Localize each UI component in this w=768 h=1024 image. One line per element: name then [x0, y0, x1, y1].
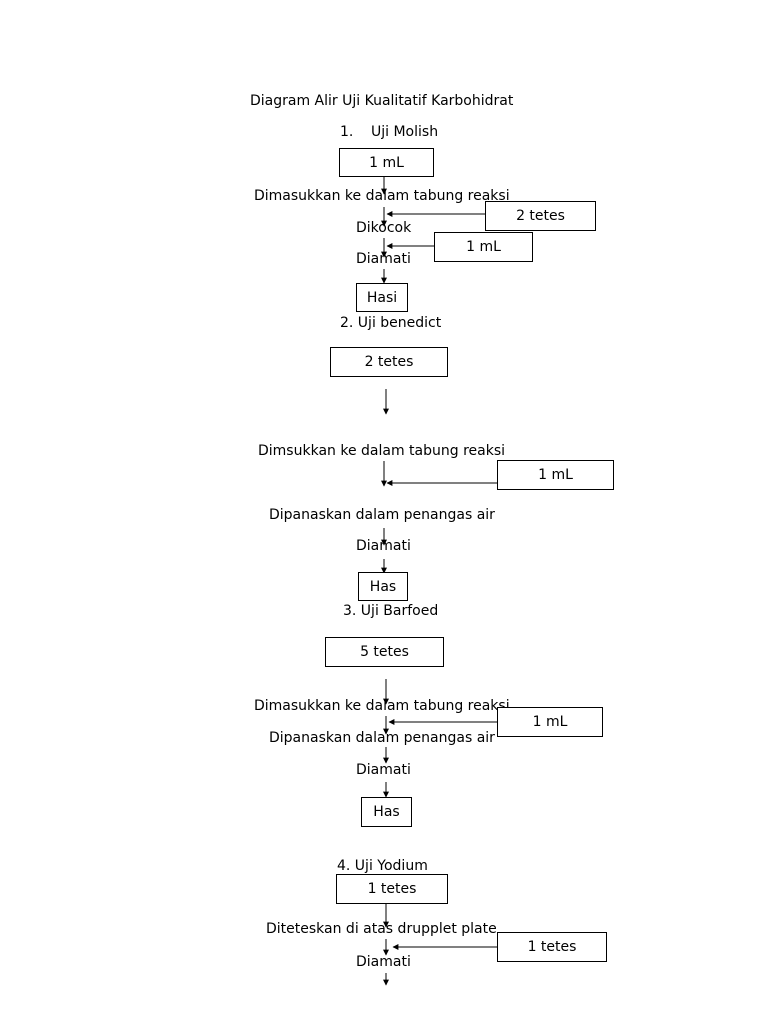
benedict-start-box: 2 tetes: [330, 347, 448, 377]
molish-start-box: 1 mL: [339, 148, 434, 177]
benedict-step-1: Dimsukkan ke dalam tabung reaksi: [258, 443, 506, 459]
barfoed-result-box: Has: [361, 797, 412, 827]
yodium-step-2: Diamati: [356, 954, 411, 970]
benedict-result-box: Has: [358, 572, 408, 601]
benedict-heading: 2. Uji benedict: [340, 315, 442, 331]
molish-add-box-1: 2 tetes: [485, 201, 596, 231]
diagram-title: Diagram Alir Uji Kualitatif Karbohidrat: [250, 93, 514, 109]
barfoed-step-2: Dipanaskan dalam penangas air: [269, 730, 495, 746]
molish-add-box-2: 1 mL: [434, 232, 533, 262]
molish-heading-number: 1.: [340, 124, 354, 140]
barfoed-step-1: Dimasukkan ke dalam tabung reaksi: [254, 698, 510, 714]
molish-step-2: Dikocok: [356, 220, 412, 236]
barfoed-start-box: 5 tetes: [325, 637, 444, 667]
barfoed-heading: 3. Uji Barfoed: [343, 603, 439, 619]
yodium-step-1: Diteteskan di atas drupplet plate: [266, 921, 497, 937]
barfoed-step-3: Diamati: [356, 762, 411, 778]
yodium-add-box-1: 1 tetes: [497, 932, 607, 962]
benedict-step-3: Diamati: [356, 538, 411, 554]
benedict-add-box-1: 1 mL: [497, 460, 614, 490]
benedict-step-2: Dipanaskan dalam penangas air: [269, 507, 495, 523]
barfoed-add-box-1: 1 mL: [497, 707, 603, 737]
molish-result-box: Hasi: [356, 283, 408, 312]
molish-step-1: Dimasukkan ke dalam tabung reaksi: [254, 188, 510, 204]
molish-heading: Uji Molish: [371, 124, 439, 140]
yodium-heading: 4. Uji Yodium: [337, 858, 428, 874]
yodium-start-box: 1 tetes: [336, 874, 448, 904]
molish-step-3: Diamati: [356, 251, 411, 267]
